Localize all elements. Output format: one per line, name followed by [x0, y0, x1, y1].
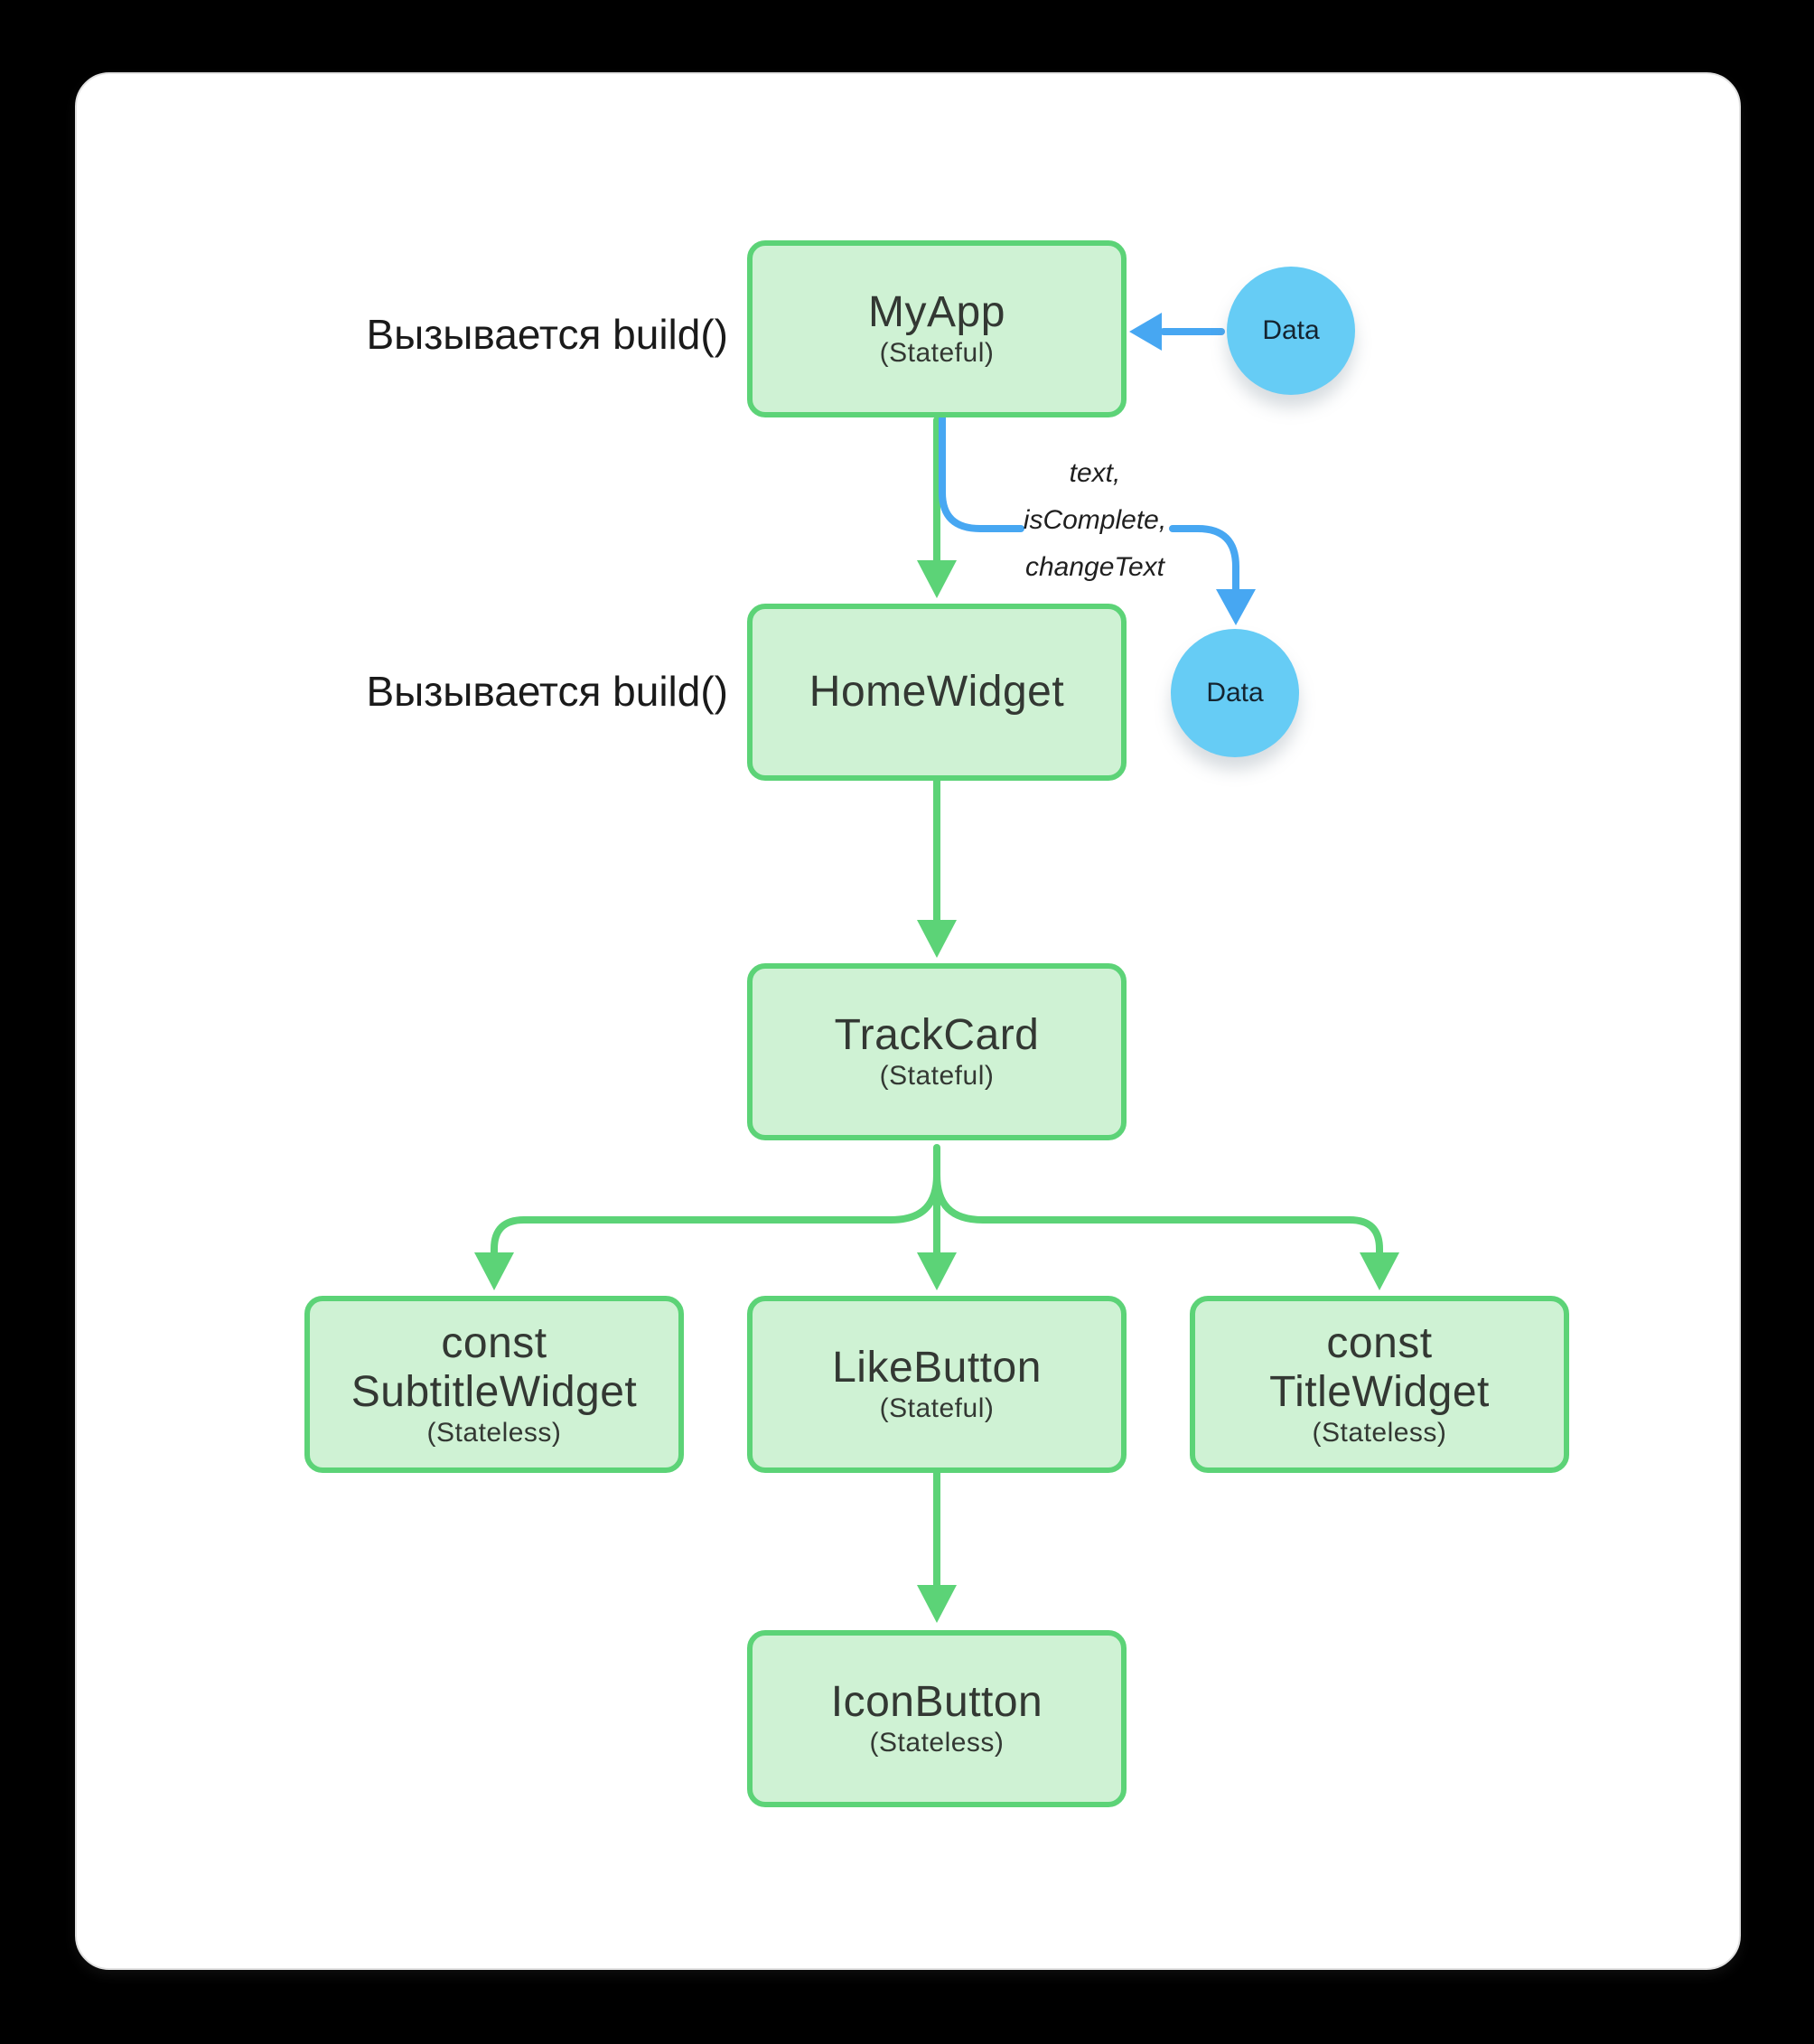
node-iconbutton: IconButton (Stateless) — [747, 1630, 1127, 1807]
node-likebutton: LikeButton (Stateful) — [747, 1296, 1127, 1473]
node-likebutton-subtitle: (Stateful) — [879, 1393, 995, 1423]
node-homewidget: HomeWidget — [747, 604, 1127, 781]
node-titlewidget-subtitle: (Stateless) — [1312, 1418, 1447, 1448]
node-subtitlewidget: const SubtitleWidget (Stateless) — [304, 1296, 684, 1473]
node-titlewidget-title: const — [1326, 1319, 1433, 1367]
data-node-homewidget-label: Data — [1206, 678, 1264, 708]
node-trackcard-subtitle: (Stateful) — [879, 1061, 995, 1091]
build-call-label-homewidget: Вызывается build() — [366, 668, 728, 715]
node-titlewidget: const TitleWidget (Stateless) — [1190, 1296, 1569, 1473]
build-call-label-myapp: Вызывается build() — [366, 311, 728, 358]
node-likebutton-title: LikeButton — [832, 1344, 1042, 1392]
node-myapp: MyApp (Stateful) — [747, 240, 1127, 417]
node-iconbutton-subtitle: (Stateless) — [869, 1728, 1005, 1758]
node-titlewidget-title-line2: TitleWidget — [1269, 1368, 1490, 1416]
props-annotation-line-2: isComplete, — [1023, 505, 1167, 535]
node-subtitlewidget-title-line2: SubtitleWidget — [351, 1368, 638, 1416]
node-trackcard-title: TrackCard — [834, 1011, 1040, 1059]
node-homewidget-title: HomeWidget — [809, 668, 1065, 716]
data-node-myapp: Data — [1227, 267, 1355, 395]
node-iconbutton-title: IconButton — [830, 1678, 1043, 1726]
data-node-myapp-label: Data — [1262, 315, 1320, 345]
data-node-homewidget: Data — [1171, 629, 1299, 757]
props-annotation: text, isComplete, changeText — [941, 450, 1248, 591]
node-subtitlewidget-title: const — [441, 1319, 547, 1367]
node-subtitlewidget-subtitle: (Stateless) — [426, 1418, 562, 1448]
node-myapp-title: MyApp — [868, 288, 1005, 336]
node-myapp-subtitle: (Stateful) — [879, 338, 995, 368]
props-annotation-line-3: changeText — [1024, 552, 1164, 582]
node-trackcard: TrackCard (Stateful) — [747, 963, 1127, 1140]
props-annotation-line-1: text, — [1069, 458, 1121, 488]
